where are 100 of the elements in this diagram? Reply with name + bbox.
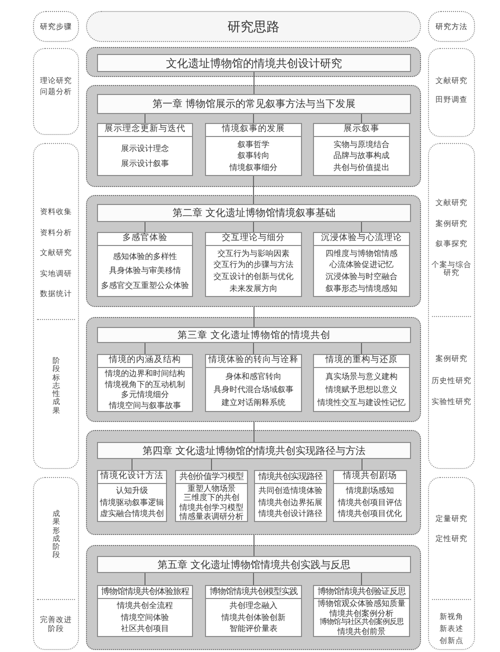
topic-item: 建立对话阐释系统 — [222, 398, 286, 408]
topic-heading: 沉浸体验与心流理论 — [321, 234, 402, 244]
topic-item: 叙事哲学 — [238, 140, 270, 149]
chapter-panel — [86, 430, 421, 535]
topic-item: 四维度与博物馆情感 — [326, 248, 398, 258]
topic-item: 情境叙事细分 — [230, 163, 278, 172]
topic-item: 多元情境细分 — [121, 390, 169, 400]
topic-box — [97, 470, 167, 522]
topic-item: 叙事转向 — [238, 151, 270, 161]
connector-line — [253, 176, 254, 204]
topic-box — [333, 470, 407, 522]
topic-item: 情境性交互与建设性记忆 — [318, 398, 406, 408]
topic-item: 展示设计理念 — [121, 144, 169, 153]
topic-item: 感知体验的多样性 — [113, 252, 177, 261]
topic-item: 三维度下的共创 — [184, 493, 240, 502]
stage-panel — [33, 477, 79, 650]
chapter-title-box: 第二章 文化遗址博物馆情境叙事基础 — [97, 204, 411, 222]
topic-item: 情境的边界和时间结构 — [105, 369, 185, 378]
topic-heading: 共创价值学习模型 — [180, 472, 244, 482]
connector-line — [361, 572, 362, 586]
method-panel — [428, 477, 475, 650]
topic-heading: 情境共创剧场 — [343, 472, 397, 482]
method-panel — [428, 48, 475, 137]
topic-item: 身体和感官转向 — [226, 372, 282, 382]
topic-heading: 情境的内涵及结构 — [109, 356, 181, 366]
topic-item: 叙事形态与情境感知 — [326, 284, 398, 294]
topic-item: 重塑人物场景 — [188, 484, 236, 494]
topic-item: 多感官交互重塑公众体验 — [101, 281, 189, 290]
topic-box — [205, 354, 302, 412]
topic-box — [205, 585, 302, 637]
topic-item: 情境空间体验 — [121, 612, 169, 622]
connector-line — [253, 342, 254, 354]
topic-item: 心流体验促进记忆 — [330, 260, 394, 270]
topic-heading: 情境叙事的发展 — [222, 125, 285, 135]
topic-box — [97, 232, 193, 297]
topic-heading: 交互理论与细分 — [222, 234, 285, 244]
topic-item: 情境共创全流程 — [117, 601, 173, 611]
chapter-title-box: 文化遗址博物馆的情境共创设计研究 — [97, 54, 411, 72]
topic-item: 认知升级 — [116, 486, 148, 496]
topic-item: 智能评价量表 — [230, 624, 278, 634]
topic-item: 交互行为与影响因素 — [218, 248, 290, 258]
connector-line — [253, 572, 254, 586]
connector-line — [253, 222, 254, 232]
topic-heading: 展示叙事 — [344, 125, 380, 135]
connector-line — [211, 458, 212, 470]
topic-box — [97, 354, 193, 412]
chapter-title-box: 第五章 文化遗址博物馆情境共创实践与反思 — [97, 556, 411, 573]
topic-box — [313, 232, 410, 297]
topic-heading: 情境体验的转向与诠释 — [208, 356, 298, 366]
topic-item: 情境共创体验创新 — [222, 612, 286, 622]
topic-heading: 情境的重构与还原 — [326, 356, 398, 366]
topic-item: 博物馆观众体验感知质量 — [318, 599, 406, 608]
chapter-panel — [86, 195, 421, 307]
heading-box: 研究思路 — [86, 11, 421, 42]
connector-line — [144, 114, 146, 124]
chapter-title-box: 第三章 文化遗址博物馆的情境共创 — [97, 327, 411, 343]
topic-item: 具身时代混合场域叙事 — [214, 384, 294, 394]
connector-line — [361, 114, 362, 124]
stage-panel — [33, 48, 79, 135]
topic-box — [254, 470, 327, 522]
topic-item: 情境共创案例分析 — [330, 608, 394, 618]
topic-item: 情境剧场感知 — [346, 486, 394, 496]
method-panel — [428, 143, 475, 469]
chapter-panel — [86, 317, 421, 422]
topic-item: 情境赋予思想以意义 — [326, 384, 398, 394]
chapter-panel — [86, 85, 421, 187]
topic-item: 未来发展方向 — [230, 284, 278, 294]
topic-heading: 博物馆情境共创体验旅程 — [101, 587, 189, 597]
topic-item: 情境共创项目优化 — [338, 509, 402, 519]
topic-item: 社区共创项目 — [121, 624, 169, 634]
topic-heading: 博物馆情境共创验证反思 — [318, 587, 406, 597]
stage-panel — [33, 143, 79, 469]
topic-item: 情境共创前景 — [338, 626, 386, 636]
topic-heading: 多感官体验 — [122, 234, 168, 244]
connector-line — [144, 222, 146, 232]
chapter-title-box: 第一章 博物馆展示的常见叙事方法与当下发展 — [97, 94, 411, 114]
topic-box — [313, 585, 410, 637]
topic-box — [97, 585, 193, 637]
topic-item: 具身体验与审美移情 — [109, 266, 181, 276]
topic-item: 共创理念融入 — [230, 601, 278, 611]
topic-item: 情境共创设计路径 — [258, 509, 322, 519]
topic-item: 共创与价值提出 — [334, 163, 390, 172]
topic-item: 交互行为的步骤与方法 — [214, 260, 294, 270]
topic-heading: 博物馆情境共创模型实践 — [210, 587, 298, 597]
topic-heading: 情境化设计方法 — [100, 472, 164, 482]
topic-item: 情境共创学习模型 — [180, 502, 244, 512]
connector-line — [361, 342, 362, 354]
topic-box — [205, 232, 302, 297]
topic-item: 实物与原境结合 — [334, 140, 390, 149]
topic-item: 交互设计的创新与优化 — [214, 272, 294, 282]
connector-line — [144, 342, 146, 354]
connector-line — [144, 572, 146, 586]
topic-item: 共同创造情境体验 — [258, 486, 322, 496]
topic-item: 虚实融合情境共创 — [100, 509, 164, 519]
topic-heading: 展示理念更新与迭代 — [104, 125, 186, 135]
topic-item: 沉浸体验与时空融合 — [326, 272, 398, 282]
chapter-title-box: 第四章 文化遗址博物馆的情境共创实现路径与方法 — [97, 442, 411, 459]
connector-line — [253, 114, 254, 124]
topic-item: 情境共创边界拓展 — [258, 498, 322, 508]
topic-box — [175, 470, 248, 522]
